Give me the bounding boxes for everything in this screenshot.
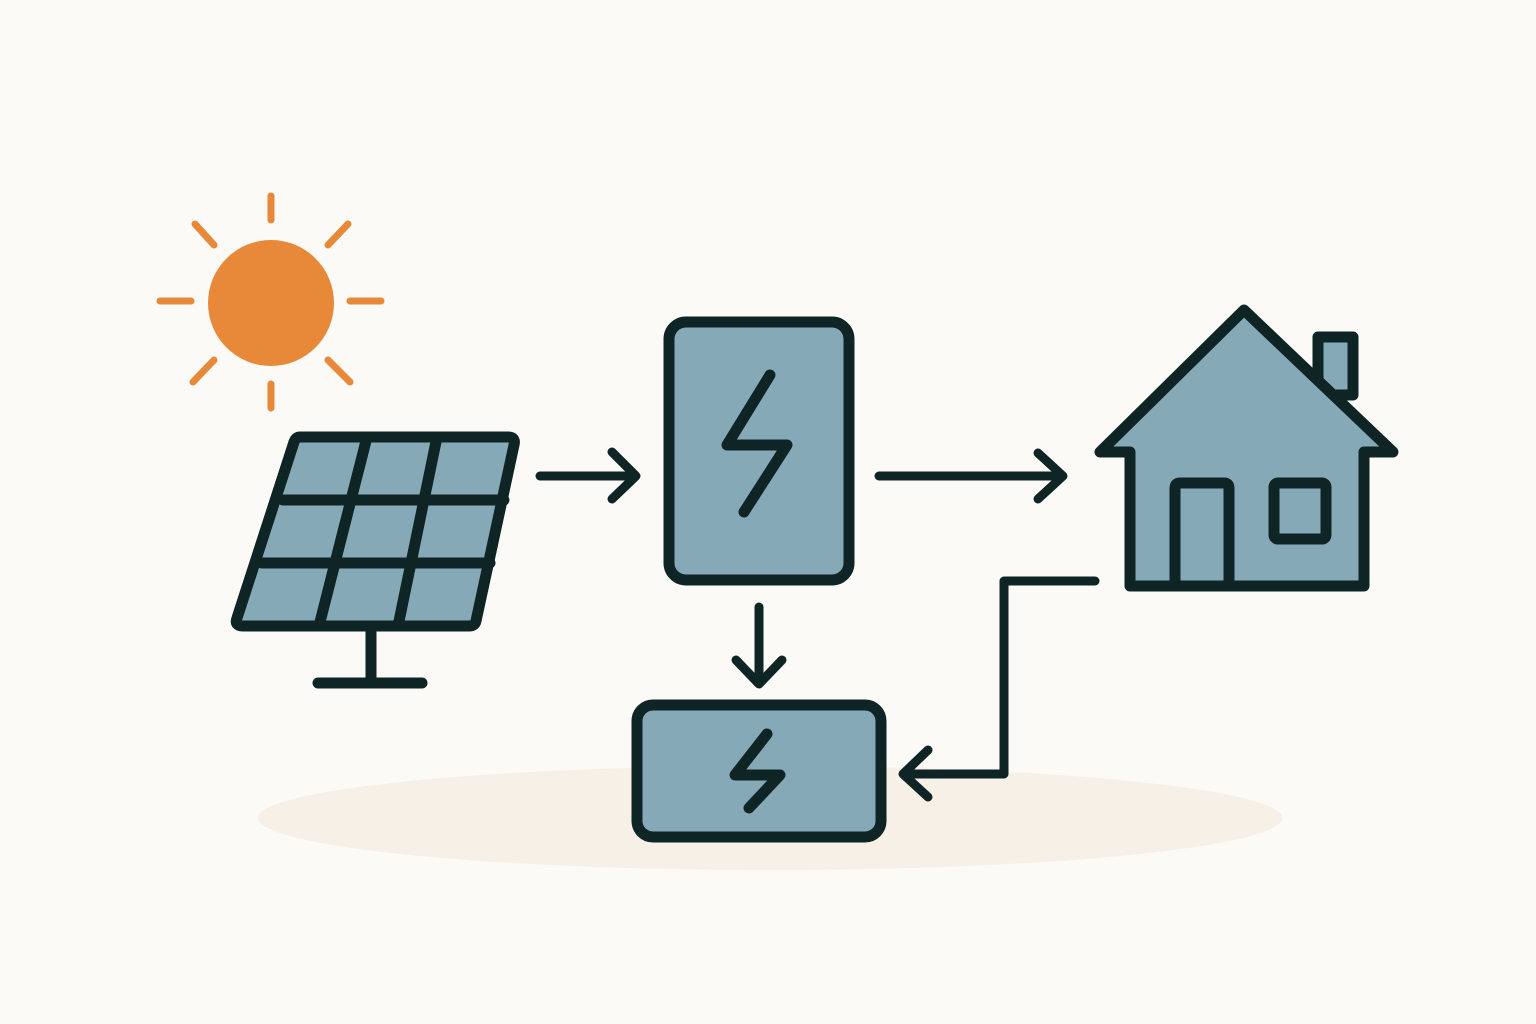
arrow-head xyxy=(1033,448,1068,504)
sun-ray xyxy=(324,220,352,249)
house-chimney xyxy=(1312,331,1359,401)
solar-panel-icon xyxy=(230,431,520,689)
house-door xyxy=(1169,477,1235,592)
solar-panel-column-line xyxy=(313,431,373,632)
solar-panel-stand xyxy=(312,620,428,689)
arrow-inverter-to-house xyxy=(874,448,1068,504)
sun-ray xyxy=(191,220,218,249)
house-icon xyxy=(1094,304,1399,592)
flow-arrows xyxy=(535,447,1100,802)
arrow-house-to-battery xyxy=(898,576,1100,802)
inverter-lightning-icon xyxy=(663,316,855,586)
sun-icon xyxy=(156,192,385,412)
inverter-bolt xyxy=(721,369,793,518)
battery-lightning-icon xyxy=(631,699,887,843)
arrow-shaft xyxy=(899,576,1100,779)
arrow-panel-to-inverter xyxy=(535,447,641,504)
arrow-head xyxy=(898,745,933,802)
sun-ray xyxy=(324,356,354,386)
battery-bolt xyxy=(729,728,786,814)
solar-panel-column-line xyxy=(392,431,443,632)
arrow-head xyxy=(731,655,787,689)
sun-ray xyxy=(189,356,218,386)
arrow-head xyxy=(607,447,641,504)
sun-rays xyxy=(156,192,385,412)
arrow-inverter-to-battery xyxy=(731,602,787,689)
inverter-body xyxy=(663,316,855,586)
sun-disc xyxy=(208,240,334,366)
house-window xyxy=(1268,477,1332,545)
solar-panel-grid xyxy=(256,431,510,632)
solar-panel-frame xyxy=(230,431,520,632)
